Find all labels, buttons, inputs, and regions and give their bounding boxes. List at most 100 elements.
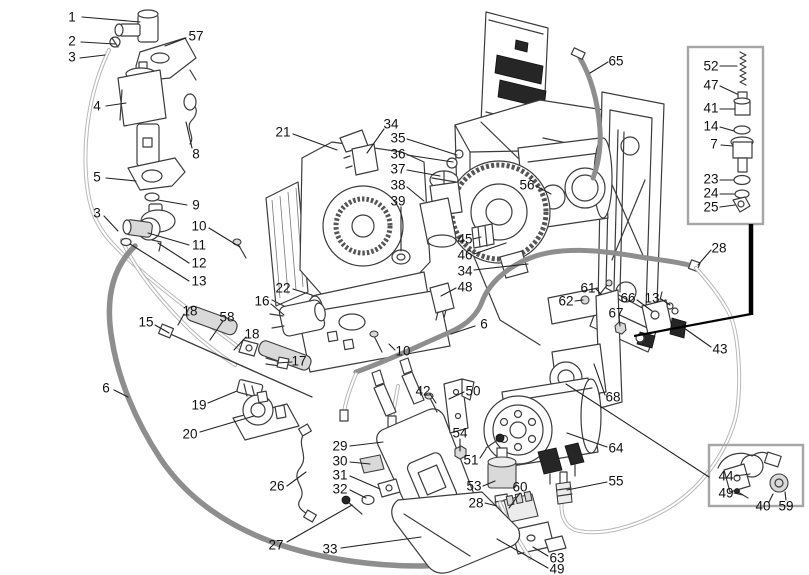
leader-line-25 [719,204,736,208]
part-label-13: 13 [129,243,207,289]
part-label-61: 61 [580,281,602,296]
leader-line-65 [589,61,609,74]
pump-64 [483,377,602,485]
part-number-36: 36 [390,147,405,162]
part-label-7: 7 [710,137,734,152]
air-valve-20 [232,390,300,441]
part-number-10: 10 [395,344,410,359]
part-label-41: 41 [703,101,736,116]
leader-line-67 [618,316,621,327]
part-label-32: 32 [332,482,367,499]
leader-line-13 [660,298,671,306]
leader-line-3 [79,54,106,59]
part-number-50: 50 [465,384,480,399]
part-number-3: 3 [68,50,76,65]
leader-line-5 [105,177,137,182]
part-label-58: 58 [209,310,235,341]
o-ring-14 [733,125,751,135]
part-number-2: 2 [68,34,76,49]
leader-line-37 [406,169,441,177]
part-label-11: 11 [147,232,206,253]
nut-54 [454,445,467,460]
leader-line-32 [349,489,367,499]
part-number-23: 23 [703,172,718,187]
leader-line-68 [593,363,606,396]
part-number-21: 21 [275,125,290,140]
leader-line-59 [784,491,787,501]
part-number-14: 14 [703,119,719,134]
part-number-42: 42 [415,384,430,399]
leader-line-17 [276,361,293,364]
part-number-38: 38 [390,178,405,193]
leader-line-6 [450,325,476,335]
leader-line-36 [406,154,454,163]
leader-line-43 [683,327,712,348]
part-number-3: 3 [93,206,101,221]
leader-line-16 [270,303,285,316]
part-number-58: 58 [219,310,234,325]
part-label-46: 46 [457,242,507,263]
thermoblock-68 [547,279,623,409]
part-label-37: 37 [390,162,441,177]
part-number-65: 65 [608,54,623,69]
brew-group [341,357,521,574]
fitting-55 [555,471,573,505]
part-label-16: 16 [254,294,285,316]
part-number-44: 44 [718,469,734,484]
part-number-10: 10 [191,219,206,234]
part-number-61: 61 [580,281,595,296]
part-label-31: 31 [332,468,381,490]
leader-line-4 [105,102,127,107]
part-label-38: 38 [390,178,425,202]
part-number-34: 34 [383,117,399,132]
part-label-53: 53 [466,479,496,494]
part-label-3: 3 [68,50,106,65]
leader-line-40 [768,493,774,503]
part-label-40: 40 [755,493,774,514]
plug-40 [763,451,782,468]
leader-line-61 [595,288,602,295]
leader-line-63 [532,546,549,557]
part-label-49: 49 [496,538,565,575]
leader-line-27 [286,504,353,543]
part-number-40: 40 [755,499,770,514]
part-number-33: 33 [322,542,337,557]
part-label-34: 34 [457,263,529,279]
sensor-59 [769,473,789,493]
drive-motor-and-gears [447,137,613,264]
screw-10b [373,335,383,353]
o-ring-9 [144,192,160,202]
part-number-20: 20 [182,427,197,442]
leader-line-34 [473,263,529,271]
leader-line-48 [440,287,457,297]
brew-base-33 [391,491,521,574]
part-number-47: 47 [703,78,718,93]
part-number-25: 25 [703,200,718,215]
screw-27 [347,501,363,515]
fitting-58 [238,339,259,357]
lever-12 [151,239,162,252]
part-label-65: 65 [589,54,624,74]
injector-29a [373,383,397,417]
part-label-45: 45 [457,232,482,247]
part-label-19: 19 [191,390,238,413]
part-number-68: 68 [605,390,620,405]
part-number-11: 11 [192,238,206,253]
leader-line-28 [697,249,712,266]
part-label-14: 14 [703,119,735,134]
motor-38 [419,197,457,245]
leader-line-45 [472,236,482,240]
part-label-25: 25 [703,200,736,215]
part-number-27: 27 [268,538,283,553]
part-label-44: 44 [718,469,751,484]
part-label-23: 23 [703,172,735,187]
o-ring-23 [733,174,751,186]
spade-connector-17 [265,356,290,370]
part-number-41: 41 [703,101,718,116]
part-number-60: 60 [512,480,527,495]
part-number-31: 31 [332,468,347,483]
leader-line-18 [233,336,247,351]
leader-line-46 [473,242,507,255]
part-number-45: 45 [457,232,472,247]
